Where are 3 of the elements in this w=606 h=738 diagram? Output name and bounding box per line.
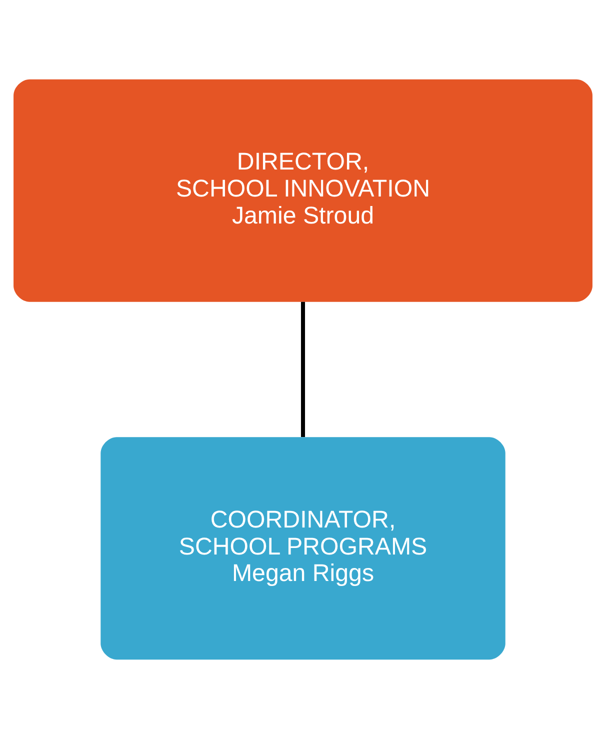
node-box: COORDINATOR, SCHOOL PROGRAMS Megan Riggs: [100, 436, 506, 660]
connector: [301, 301, 305, 437]
node-box: DIRECTOR, SCHOOL INNOVATION Jamie Stroud: [14, 78, 592, 302]
